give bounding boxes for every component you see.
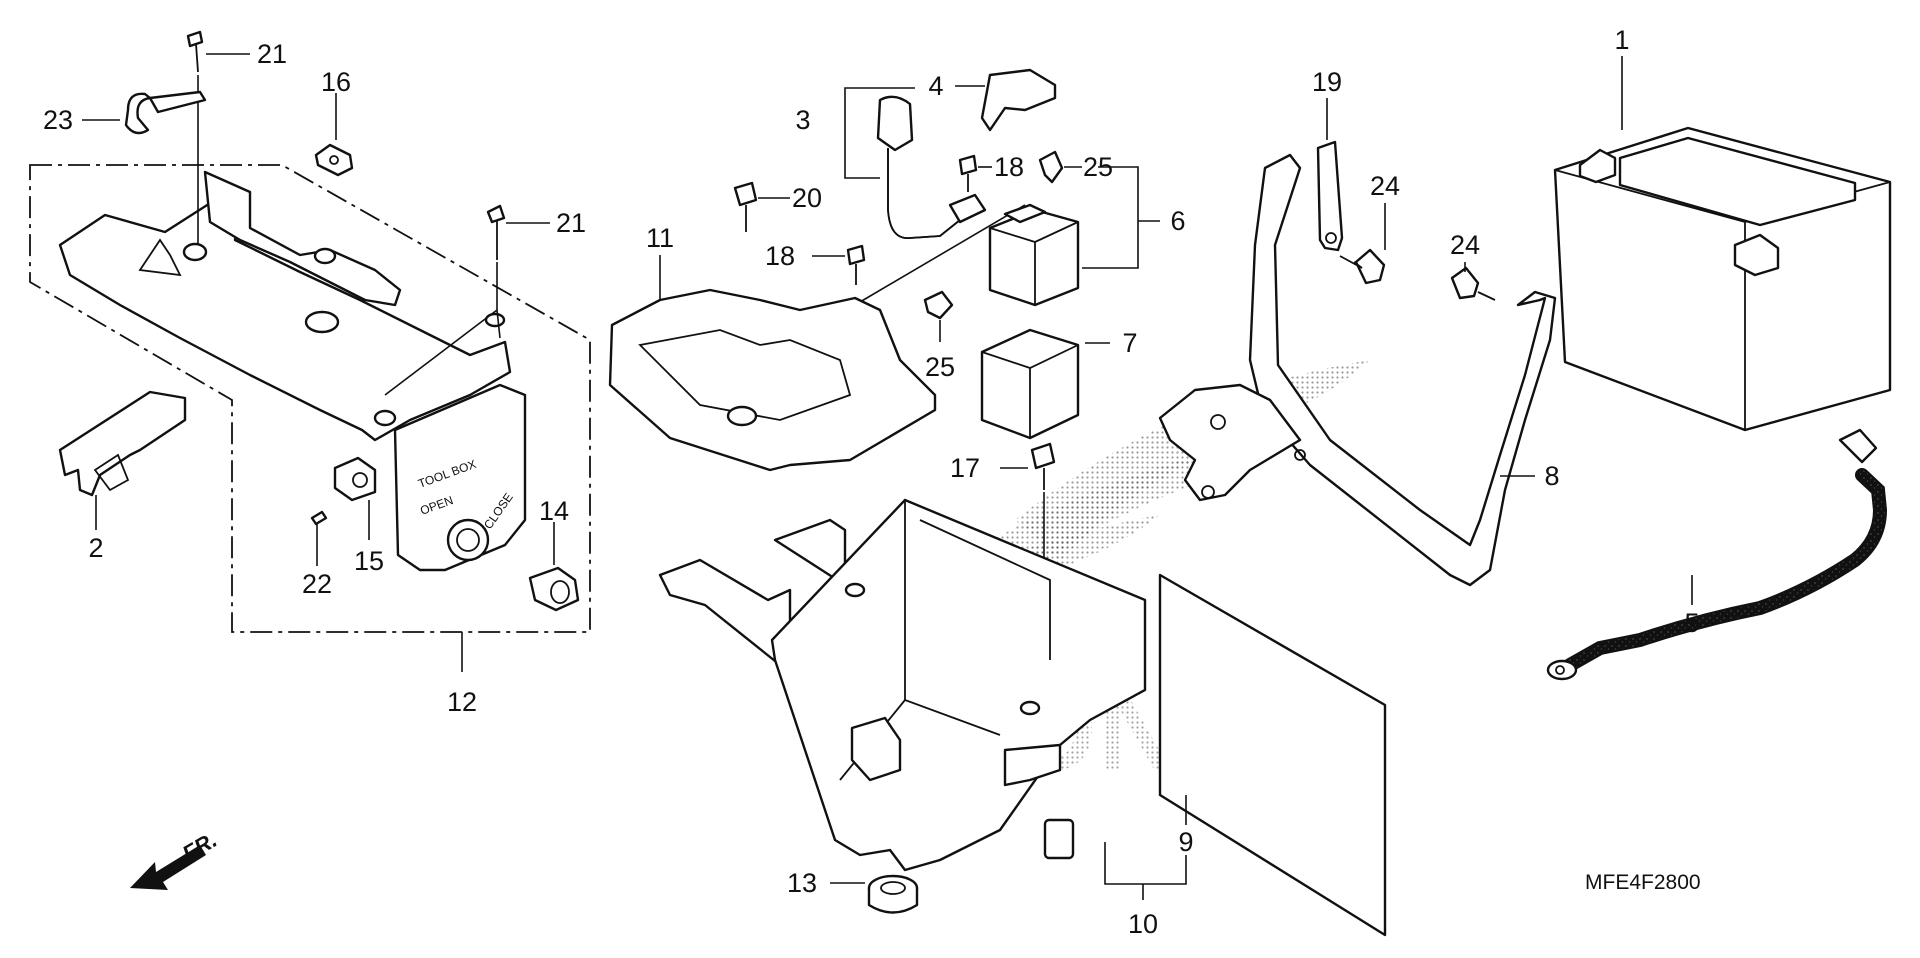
callout-1: 1 bbox=[1614, 25, 1629, 55]
bolt-18-lower bbox=[846, 244, 866, 285]
bolt-24-left bbox=[1339, 248, 1386, 285]
callout-15: 15 bbox=[354, 546, 384, 576]
callout-2: 2 bbox=[88, 533, 103, 563]
bolt-17 bbox=[1030, 442, 1056, 490]
assembly-12-outline bbox=[29, 164, 591, 633]
battery-cable-5 bbox=[1546, 428, 1888, 681]
callout-5: 5 bbox=[1684, 608, 1699, 638]
cushion-sheet-9 bbox=[1158, 573, 1387, 937]
callout-14: 14 bbox=[539, 496, 569, 526]
callout-24: 24 bbox=[1370, 171, 1400, 201]
strap-19 bbox=[1316, 140, 1344, 252]
battery-1 bbox=[1553, 126, 1892, 432]
leader-21b-drop bbox=[384, 262, 501, 396]
callout-18: 18 bbox=[765, 241, 795, 271]
battery-case-10 bbox=[658, 498, 1147, 872]
callout-21: 21 bbox=[257, 39, 287, 69]
callout-6: 6 bbox=[1170, 206, 1185, 236]
bracket-2 bbox=[58, 390, 187, 497]
bolt-18-upper bbox=[958, 154, 978, 192]
pin-22 bbox=[310, 510, 328, 526]
tool-box-cover: TOOL BOX OPEN CLOSE bbox=[58, 170, 527, 572]
nut-16 bbox=[314, 143, 354, 177]
callout-16: 16 bbox=[321, 67, 351, 97]
callout-11: 11 bbox=[646, 223, 674, 253]
cable-3 bbox=[876, 95, 987, 239]
callout-4: 4 bbox=[928, 71, 943, 101]
callout-12: 12 bbox=[447, 687, 477, 717]
callout-20: 20 bbox=[792, 183, 822, 213]
callout-3: 3 bbox=[795, 105, 810, 135]
callout-numbers: 1234567891011121314151617181819202121222… bbox=[43, 25, 1700, 939]
leader-10 bbox=[1104, 842, 1187, 900]
leader-18-relay bbox=[859, 204, 1026, 303]
callout-8: 8 bbox=[1544, 461, 1559, 491]
grommet-15 bbox=[333, 456, 377, 502]
callout-25: 25 bbox=[925, 352, 955, 382]
callout-23: 23 bbox=[43, 105, 73, 135]
callout-17: 17 bbox=[950, 453, 980, 483]
bolt-20 bbox=[733, 181, 758, 232]
callout-19: 19 bbox=[1312, 67, 1342, 97]
diagram-code: MFE4F2800 bbox=[1585, 871, 1701, 894]
callout-21: 21 bbox=[556, 208, 586, 238]
knob-14 bbox=[528, 566, 580, 612]
callout-10: 10 bbox=[1128, 909, 1158, 939]
starter-relay-6 bbox=[988, 203, 1080, 307]
callout-25: 25 bbox=[1083, 152, 1113, 182]
callout-13: 13 bbox=[787, 868, 817, 898]
cap-4 bbox=[980, 68, 1057, 132]
relay-cover-7 bbox=[980, 328, 1080, 440]
front-direction-arrow-icon: FR. bbox=[130, 827, 221, 890]
grommet-13 bbox=[867, 874, 919, 914]
callout-9: 9 bbox=[1178, 827, 1193, 857]
callout-18: 18 bbox=[994, 152, 1024, 182]
leader-6 bbox=[1082, 166, 1160, 269]
callout-22: 22 bbox=[302, 569, 332, 599]
screw-21-right bbox=[486, 204, 506, 260]
callout-7: 7 bbox=[1122, 328, 1137, 358]
battery-holder-8 bbox=[1158, 153, 1557, 587]
fuse-25-upper bbox=[1038, 150, 1064, 184]
bolt-24-right bbox=[1450, 266, 1496, 301]
clip-23 bbox=[124, 90, 207, 135]
battery-tray-11 bbox=[608, 288, 937, 472]
leader-3 bbox=[844, 87, 915, 179]
fuse-25-lower bbox=[923, 290, 954, 320]
screw-21-top bbox=[186, 30, 204, 73]
callout-24: 24 bbox=[1450, 230, 1480, 260]
